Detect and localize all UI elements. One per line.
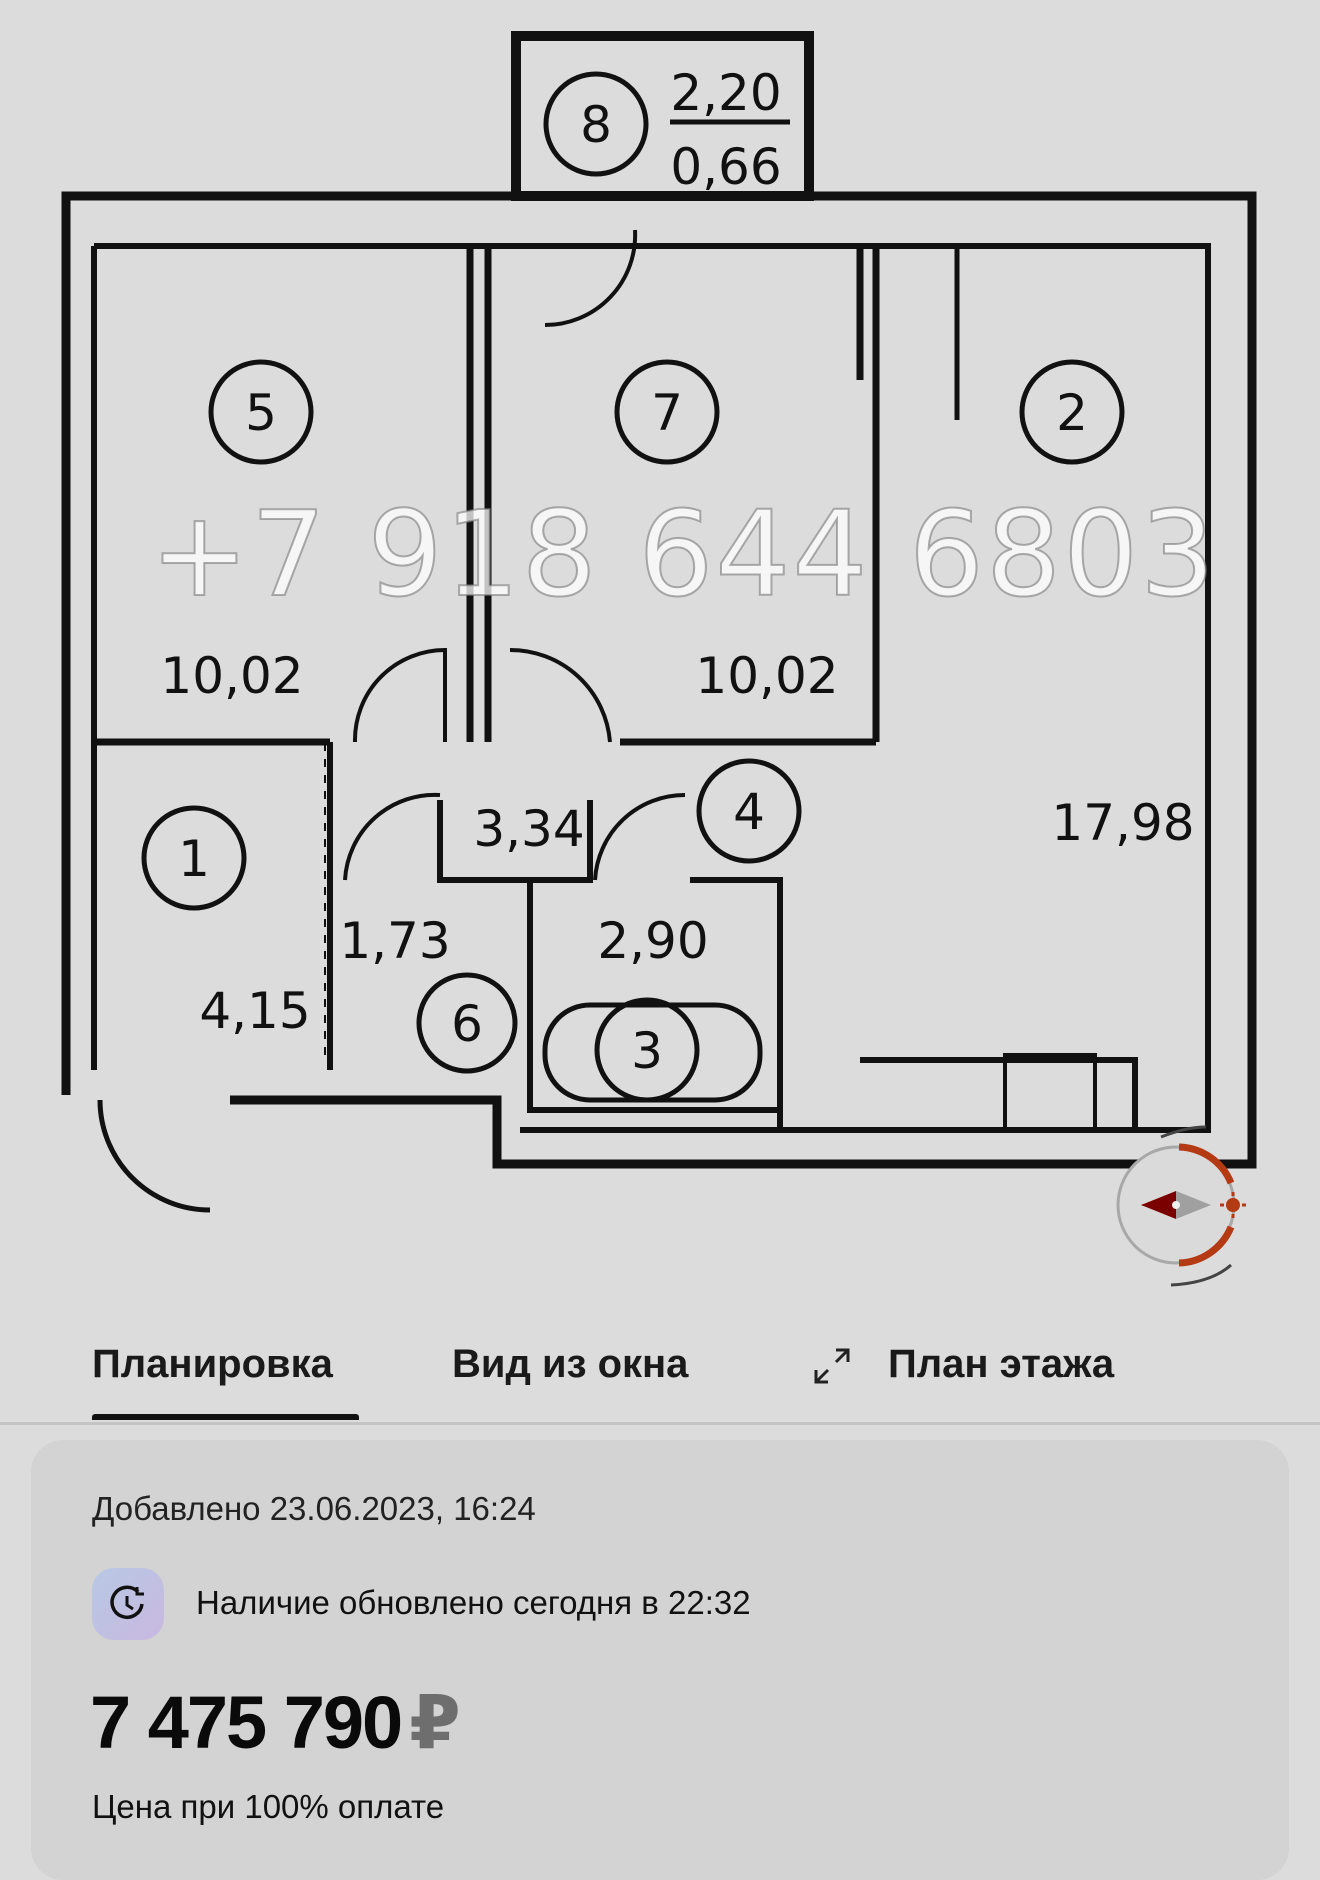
active-tab-indicator: [92, 1414, 359, 1420]
room-3-area: 2,90: [597, 912, 708, 970]
room-6-number: 6: [451, 995, 483, 1053]
tabs-divider: [0, 1422, 1320, 1425]
room-5-number: 5: [245, 384, 277, 442]
room-4-number: 4: [733, 783, 765, 841]
room-6-area: 1,73: [339, 912, 450, 970]
room-8-reduced-area: 0,66: [670, 138, 781, 196]
room-3-number: 3: [631, 1022, 663, 1080]
room-4-area: 3,34: [473, 800, 584, 858]
availability-status: Наличие обновлено сегодня в 22:32: [196, 1584, 751, 1621]
expand-icon[interactable]: [810, 1344, 854, 1388]
room-labels: 8 5 7 2 1 4 6 3 2,20 0,66 10,02 10,02 17…: [141, 64, 1195, 1103]
tab-floor-plan[interactable]: План этажа: [888, 1342, 1115, 1386]
room-7-number: 7: [651, 384, 683, 442]
clock-refresh-icon: [92, 1568, 164, 1640]
floor-plan: 8 5 7 2 1 4 6 3 2,20 0,66 10,02 10,02 17…: [61, 31, 1257, 1287]
room-8-number: 8: [580, 96, 612, 154]
room-8-area: 2,20: [670, 64, 781, 122]
walls: [61, 31, 1257, 1213]
price-value: 7 475 790: [90, 1681, 403, 1764]
room-1-area: 4,15: [199, 982, 310, 1040]
tab-window-view[interactable]: Вид из окна: [452, 1342, 689, 1386]
tab-layout[interactable]: Планировка: [92, 1342, 333, 1386]
currency-symbol: ₽: [409, 1681, 460, 1764]
compass[interactable]: [1116, 1125, 1246, 1287]
info-card: [31, 1440, 1289, 1880]
phone-watermark: +7 918 644 6803: [149, 485, 1218, 623]
room-2-number: 2: [1056, 384, 1088, 442]
price-note: Цена при 100% оплате: [92, 1788, 445, 1825]
price: 7 475 790₽: [90, 1680, 461, 1766]
room-5-area: 10,02: [160, 647, 303, 705]
room-7-area: 10,02: [695, 647, 838, 705]
room-1-number: 1: [178, 830, 210, 888]
added-date: Добавлено 23.06.2023, 16:24: [92, 1490, 536, 1527]
room-2-area: 17,98: [1051, 794, 1194, 852]
